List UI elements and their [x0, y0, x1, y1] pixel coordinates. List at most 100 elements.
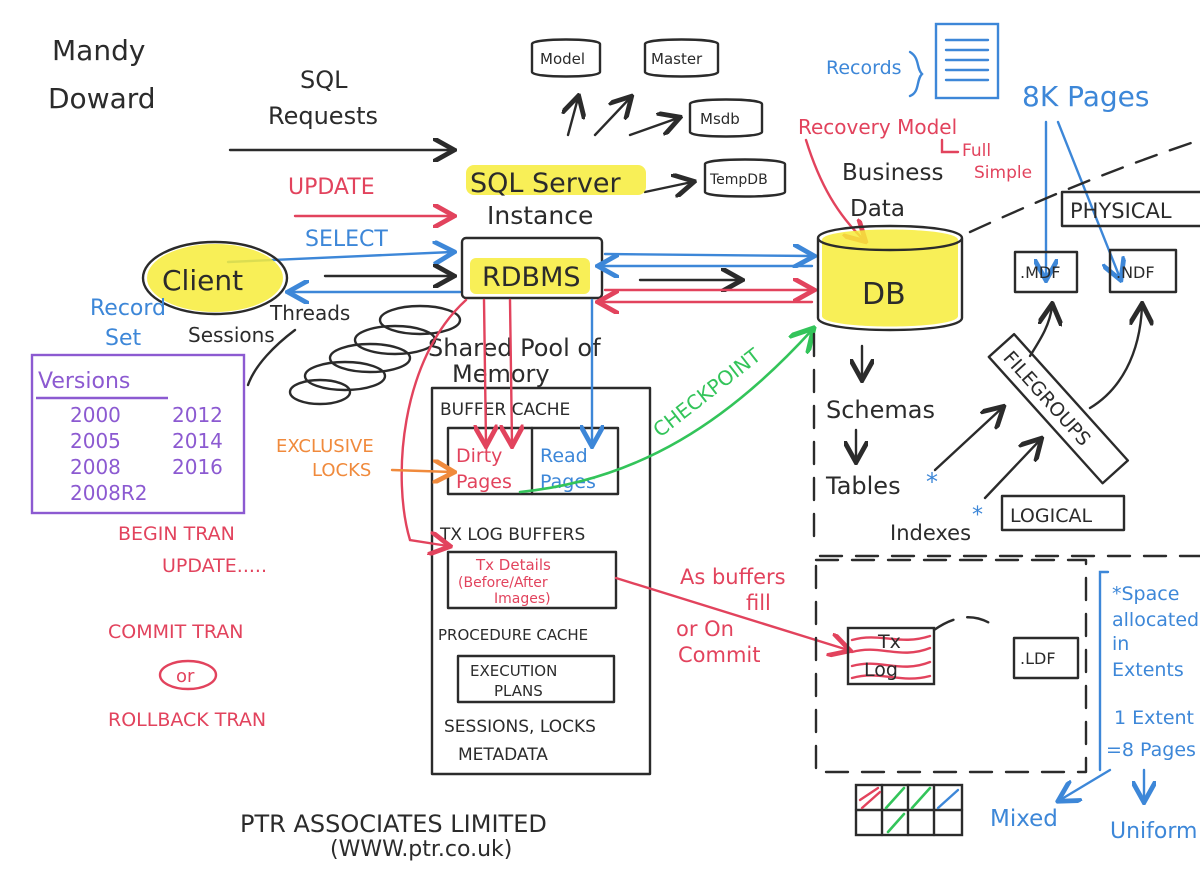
extent-to-mixed-arrow	[1060, 768, 1112, 800]
filegroups-to-ndf	[1088, 306, 1142, 410]
logical-box	[1000, 494, 1126, 532]
db-label: DB	[862, 277, 906, 312]
instance-highlight	[466, 165, 646, 195]
tx-log-line2: Log	[864, 659, 898, 681]
physical-box	[1060, 190, 1200, 228]
indexes-to-filegroups	[983, 440, 1040, 500]
rdbms-label: RDBMS	[482, 262, 581, 293]
system-db-model: Model	[530, 38, 602, 78]
indexes-label: Indexes	[890, 521, 971, 545]
sql-requests-line1: SQL	[300, 66, 348, 94]
tx-log-box: Tx Log	[846, 626, 936, 686]
arrow-to-model	[568, 98, 578, 137]
or-circle	[158, 659, 218, 691]
recovery-model-full: Full	[962, 141, 991, 161]
space-note-line4: Extents	[1112, 659, 1184, 681]
uniform-label: Uniform	[1110, 819, 1197, 844]
select-label: SELECT	[305, 227, 388, 252]
system-db-msdb: Msdb	[688, 98, 764, 138]
rdbms-to-tx-log-arrow	[400, 298, 468, 546]
buffer-cache-label: BUFFER CACHE	[440, 400, 570, 420]
filegroups-label: FILEGROUPS	[999, 347, 1095, 450]
or-label: or	[176, 666, 195, 687]
space-note-bracket	[1098, 570, 1110, 772]
filegroups-box: FILEGROUPS	[987, 332, 1130, 485]
arrow-to-msdb	[628, 118, 678, 137]
tx-details-line3: Images)	[494, 591, 551, 607]
db-cylinder	[816, 224, 964, 332]
ndf-box	[1108, 248, 1178, 294]
author-first-name: Mandy	[52, 34, 145, 67]
arrow-to-master	[593, 98, 630, 137]
ndf-label: .NDF	[1116, 263, 1155, 282]
tx-log-line1: Tx	[877, 631, 901, 653]
version-2008: 2008	[70, 455, 121, 479]
indexes-asterisk: *	[972, 503, 983, 528]
rollback-tran: ROLLBACK TRAN	[108, 709, 266, 731]
physical-label: PHYSICAL	[1070, 199, 1172, 223]
sessions-locks-line2: METADATA	[458, 745, 548, 765]
recovery-model-arrow	[804, 138, 864, 240]
procedure-cache-label: PROCEDURE CACHE	[438, 626, 588, 644]
schemas-label: Schemas	[826, 396, 935, 424]
version-2005: 2005	[70, 429, 121, 453]
update-label: UPDATE	[288, 175, 375, 200]
filegroups-to-mdf	[1028, 306, 1052, 358]
exclusive-locks-arrow	[390, 470, 452, 472]
client-label: Client	[162, 264, 243, 297]
log-region-box	[814, 558, 1088, 774]
versions-box	[30, 353, 246, 515]
dirty-pages-line1: Dirty	[456, 445, 502, 467]
recovery-model-branch	[940, 138, 960, 154]
sessions-label: Sessions	[188, 323, 275, 347]
commit-tran: COMMIT TRAN	[108, 621, 244, 643]
system-db-master-label: Master	[651, 50, 703, 68]
instance-subtitle: Instance	[487, 201, 593, 230]
memory-pool-box	[430, 386, 652, 776]
8k-pages-label: 8K Pages	[1022, 80, 1149, 113]
tx-details-line2: (Before/After	[458, 575, 548, 591]
page-document-icon	[934, 22, 1000, 100]
version-2014: 2014	[172, 429, 223, 453]
sql-requests-line2: Requests	[268, 102, 378, 130]
begin-tran: BEGIN TRAN	[118, 523, 235, 545]
tx-details-box	[446, 550, 618, 610]
rdbms-db-arrow-blue-1	[603, 254, 812, 256]
tables-asterisk: *	[926, 468, 938, 496]
business-data-line1: Business	[842, 160, 943, 186]
version-2008r2: 2008R2	[70, 481, 148, 505]
tx-details-line1: Tx Details	[475, 556, 551, 574]
tables-to-filegroups	[933, 408, 1002, 472]
record-set-line1: Record	[90, 296, 166, 321]
system-db-master: Master	[643, 38, 720, 78]
ldf-label: .LDF	[1020, 649, 1056, 668]
dirty-pages-line2: Pages	[456, 471, 512, 493]
execution-plans-box	[456, 654, 616, 704]
rdbms-highlight	[470, 258, 590, 294]
system-db-tempdb-label: TempDB	[709, 172, 768, 188]
as-buffers-line4: Commit	[678, 643, 761, 667]
space-note-line3: in	[1112, 633, 1129, 655]
version-2016: 2016	[172, 455, 223, 479]
as-buffers-line2: fill	[746, 591, 771, 615]
system-db-msdb-label: Msdb	[700, 110, 740, 128]
space-note-line5: 1 Extent	[1114, 707, 1194, 729]
rdbms-dirty-arrow-2	[510, 298, 512, 444]
footer-website: (WWW.ptr.co.uk)	[330, 837, 512, 862]
arrow-to-tempdb	[643, 182, 692, 192]
session-coils	[246, 304, 462, 406]
memory-title-line2: Memory	[452, 360, 550, 388]
exclusive-locks-line2: LOCKS	[312, 460, 371, 481]
mdf-box	[1013, 250, 1079, 294]
space-note-line6: =8 Pages	[1106, 739, 1196, 761]
threads-label: Threads	[269, 301, 350, 325]
db-highlight	[822, 229, 958, 327]
system-db-model-label: Model	[540, 50, 585, 68]
read-pages-line2: Pages	[540, 471, 596, 493]
footer-company: PTR ASSOCIATES LIMITED	[240, 810, 547, 838]
record-set-line2: Set	[105, 326, 142, 351]
tx-log-buffers-label: TX LOG BUFFERS	[439, 525, 585, 545]
logical-label: LOGICAL	[1010, 505, 1092, 527]
mdf-label: .MDF	[1020, 263, 1060, 282]
